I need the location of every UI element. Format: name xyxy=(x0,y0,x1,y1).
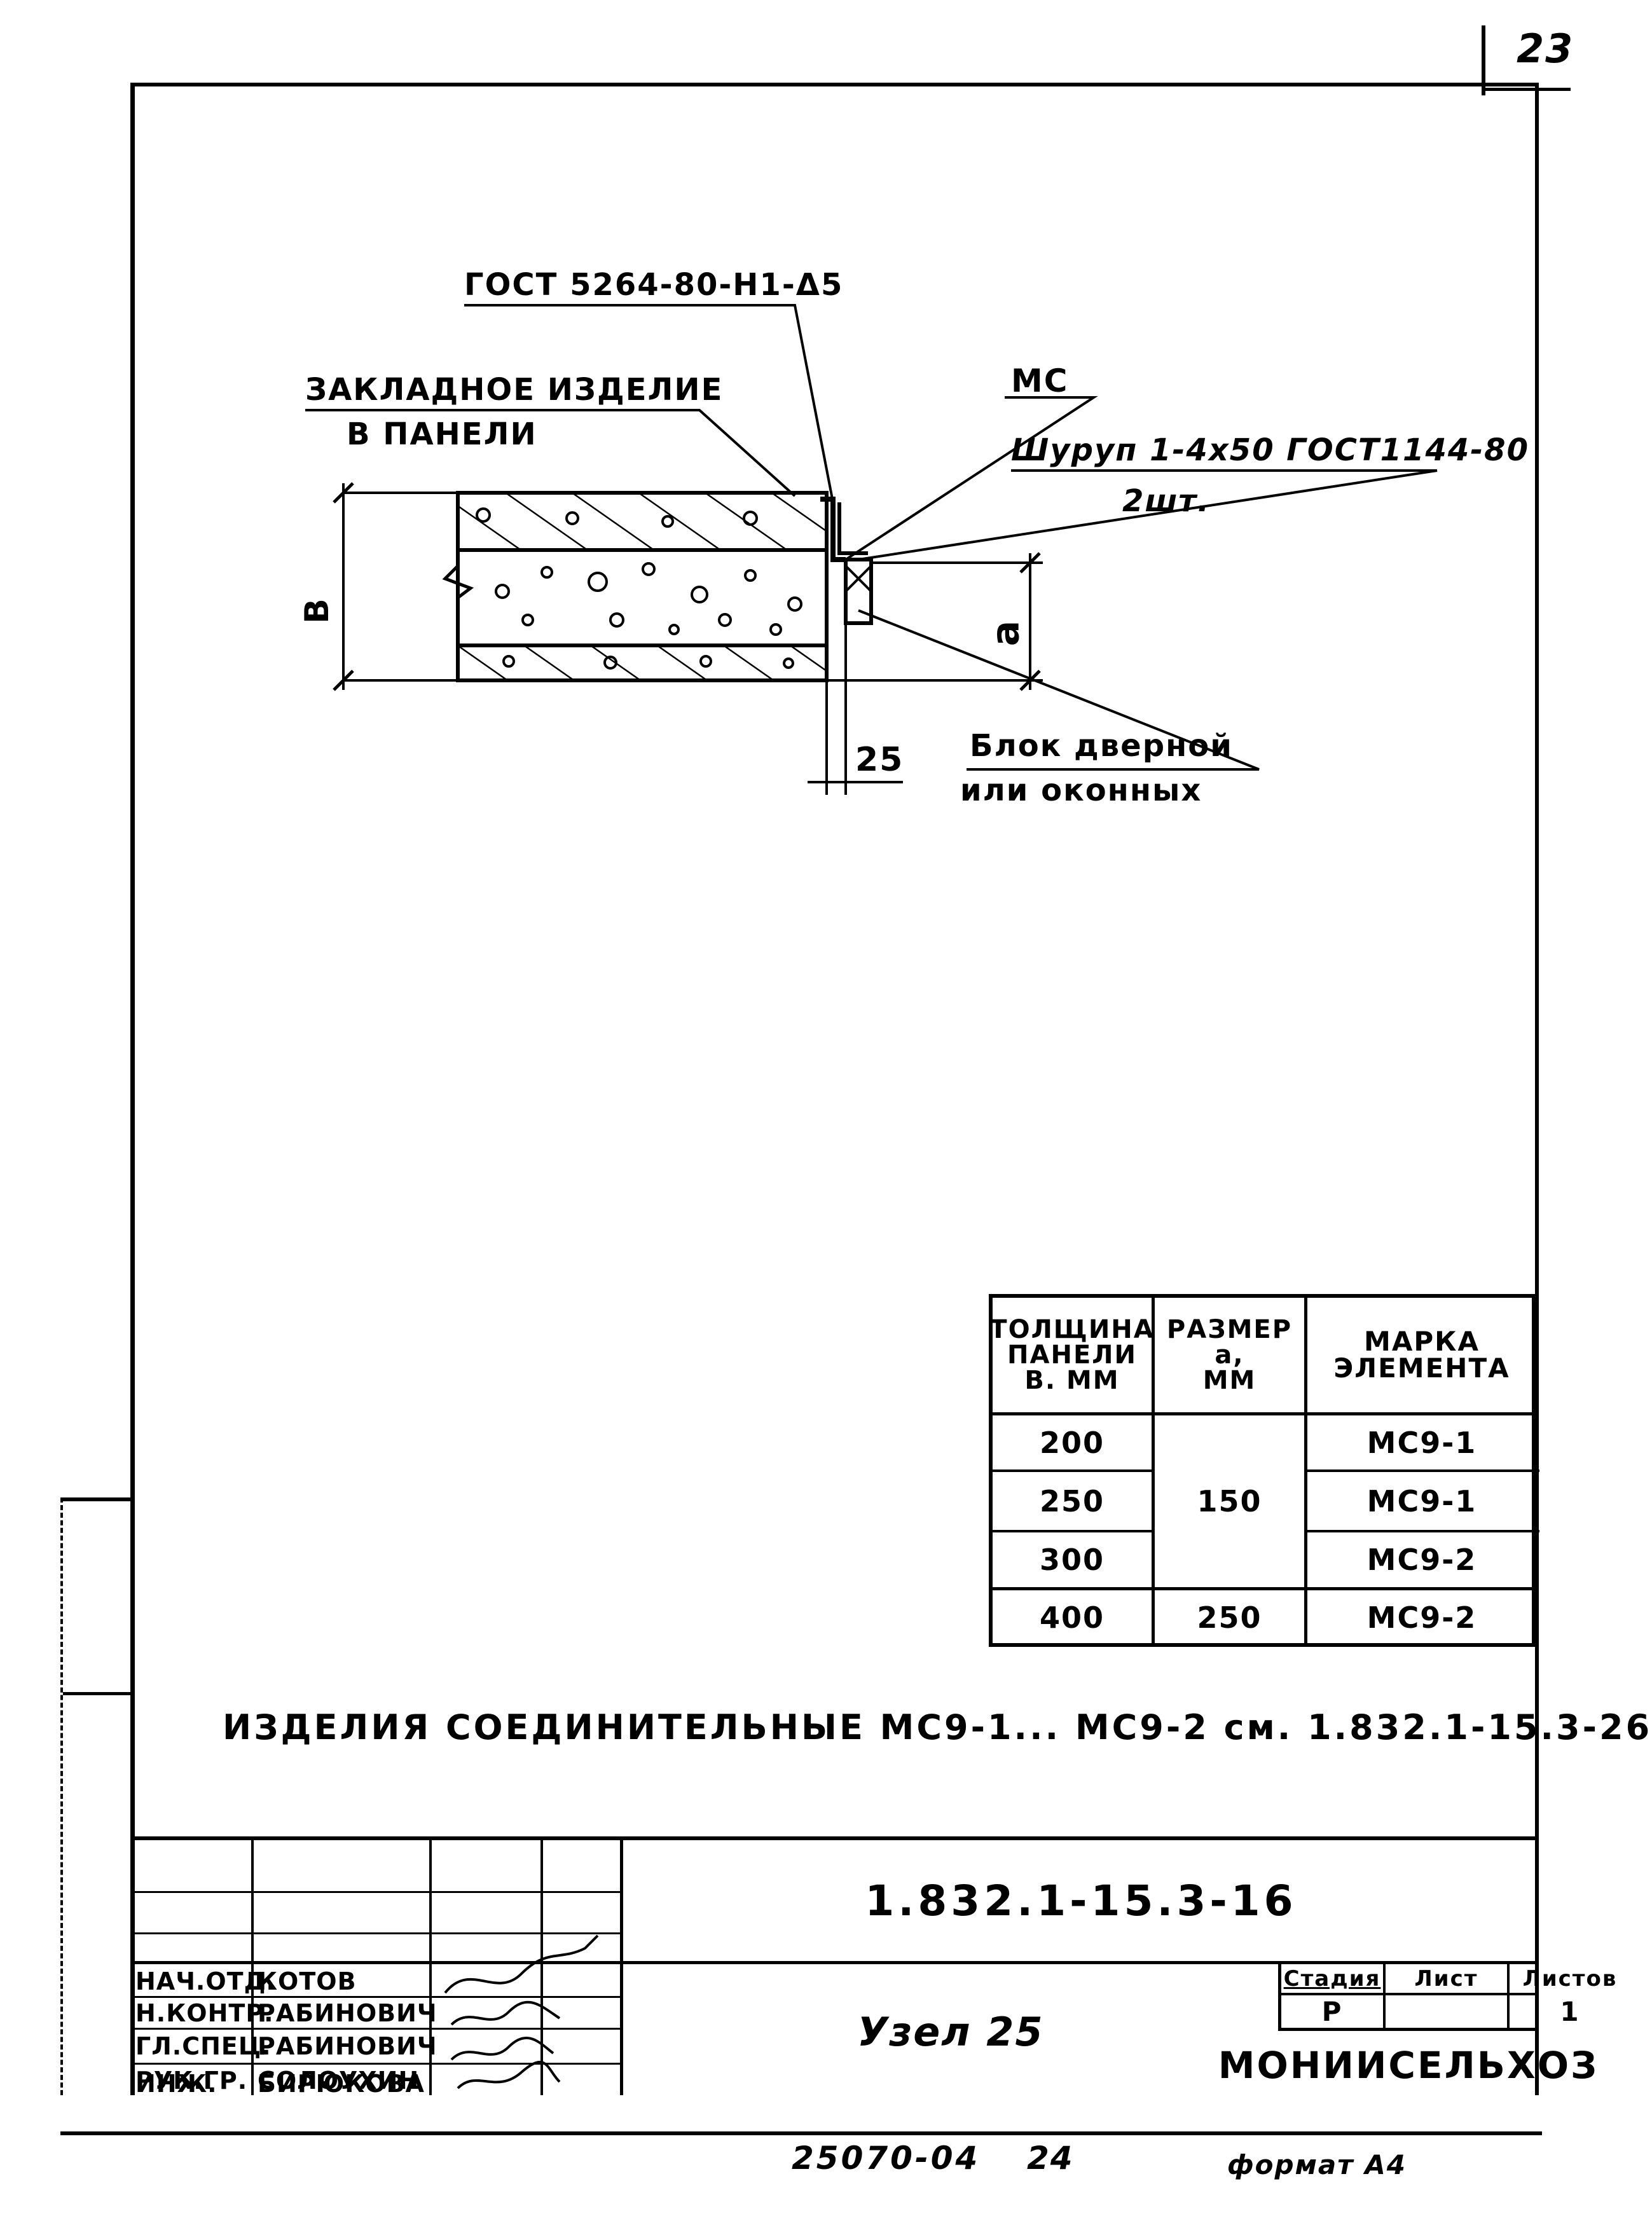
table-cell-thickness-4: 400 xyxy=(1039,1600,1105,1635)
tb-name-2: РАБИНОВИЧ xyxy=(258,1999,437,2027)
table-cell-mark-2: МС9-1 xyxy=(1366,1483,1477,1518)
signature-marks xyxy=(444,1934,599,2089)
label-screw-2: 2шт. xyxy=(1122,483,1211,519)
tb-vline-c xyxy=(540,1840,543,2095)
node-drawing xyxy=(305,304,1438,795)
drawing-frame xyxy=(130,83,1539,2095)
tb-hline-3 xyxy=(130,1961,1539,1964)
label-block-2: или оконных xyxy=(960,773,1202,808)
leader-block xyxy=(858,609,1260,771)
tb-stage-vline-2 xyxy=(1507,1964,1510,2028)
tb-name-1: КОТОВ xyxy=(258,1967,357,1995)
panel-top-layer xyxy=(456,491,829,552)
tb-role-1: НАЧ.ОТД. xyxy=(135,1967,276,1995)
tb-title: Узел 25 xyxy=(857,2008,1044,2055)
embedded-plate xyxy=(820,497,846,562)
tb-stage-hline xyxy=(1281,1993,1539,1995)
tb-sheet-label: Лист xyxy=(1414,1965,1478,1992)
leader-ms xyxy=(844,396,1098,561)
tb-organization: МОНИИСЕЛЬХОЗ xyxy=(1218,2043,1599,2087)
table-cell-thickness-3: 300 xyxy=(1039,1543,1105,1577)
tb-role-3: ГЛ.СПЕЦ. xyxy=(135,2032,272,2060)
table-cell-thickness-1: 200 xyxy=(1039,1425,1105,1460)
table-cell-size-merged: 150 xyxy=(1197,1484,1262,1518)
tb-name-4: СОЛОУХИН xyxy=(258,2067,420,2095)
table-hline-0 xyxy=(993,1412,1532,1415)
label-gost-weld: ГОСТ 5264-80-Н1-Δ5 xyxy=(464,267,844,303)
table-hline-2 xyxy=(993,1530,1152,1532)
tb-name-3: РАБИНОВИЧ xyxy=(258,2032,437,2060)
label-dim-b: В xyxy=(298,597,336,624)
tb-hline-2 xyxy=(130,1932,620,1934)
sheet-number-underline xyxy=(1482,88,1571,91)
table-hline-1b xyxy=(1304,1469,1539,1472)
binding-strip xyxy=(60,1497,133,2095)
tb-role-4: РУК.ГР. xyxy=(135,2067,248,2095)
label-dim-25: 25 xyxy=(855,741,904,779)
tb-stage-value: Р xyxy=(1321,1996,1343,2027)
connector-ms xyxy=(837,502,868,555)
leader-embedded xyxy=(305,409,796,497)
leader-gost xyxy=(464,304,834,503)
table-header-size: РАЗМЕР а, ММ xyxy=(1166,1315,1293,1395)
sheet-number: 23 xyxy=(1517,25,1574,72)
sheet-bottom-line xyxy=(60,2131,1542,2135)
label-dim-a: а xyxy=(983,619,1028,647)
table-hline-1 xyxy=(993,1469,1152,1472)
footer-format: формат А4 xyxy=(1227,2149,1407,2180)
tb-stage-box: Стадия Лист Листов Р 1 xyxy=(1278,1964,1616,2031)
table-cell-mark-3: МС9-2 xyxy=(1366,1543,1477,1577)
tb-stage-label: Стадия xyxy=(1283,1965,1381,1992)
label-mc: МС xyxy=(1011,362,1069,399)
leader-screw xyxy=(858,469,1438,561)
tb-role-2: Н.КОНТР. xyxy=(135,1999,274,2027)
table-header-mark: МАРКА ЭЛЕМЕНТА xyxy=(1333,1326,1510,1384)
label-screw-1: Шуруп 1-4х50 ГОСТ1144-80 xyxy=(1011,432,1529,468)
tb-role-5: ИНЖ. xyxy=(135,2070,217,2098)
footer-inventory: 25070-04 xyxy=(792,2140,981,2177)
footer-page: 24 xyxy=(1027,2140,1074,2177)
title-block: 1.832.1-15.3-16 Узел 25 Стадия Лист Лист… xyxy=(130,1836,1616,2095)
concrete-aggregate xyxy=(476,507,802,670)
label-block-1: Блок дверной xyxy=(970,728,1233,764)
tb-vline-a xyxy=(251,1840,254,2095)
tb-vline-b xyxy=(429,1840,432,2095)
tb-hline-4 xyxy=(130,1996,620,1998)
tb-hline-5 xyxy=(130,2028,620,2030)
table-cell-mark-4: МС9-2 xyxy=(1366,1600,1477,1635)
table-cell-size-4: 250 xyxy=(1197,1600,1262,1635)
note-text: ИЗДЕЛИЯ СОЕДИНИТЕЛЬНЫЕ МС9-1... МС9-2 см… xyxy=(223,1707,1652,1747)
table-header-thickness: ТОЛЩИНА ПАНЕЛИ В. ММ xyxy=(989,1315,1155,1395)
tb-designation: 1.832.1-15.3-16 xyxy=(865,1876,1297,1925)
tb-sheet-value xyxy=(1386,1995,1507,2028)
tb-stage-vline-1 xyxy=(1383,1964,1386,2028)
break-line xyxy=(442,565,474,599)
table-vline-1 xyxy=(1152,1298,1155,1643)
elements-table: ТОЛЩИНА ПАНЕЛИ В. ММ РАЗМЕР а, ММ МАРКА … xyxy=(989,1294,1539,1647)
label-embedded-part-2: В ПАНЕЛИ xyxy=(347,416,537,452)
table-cell-mark-1: МС9-1 xyxy=(1366,1425,1477,1460)
tb-sheets-label: Листов xyxy=(1522,1965,1618,1992)
table-hline-3 xyxy=(993,1587,1532,1590)
tb-vline-d xyxy=(620,1840,623,2095)
table-cell-thickness-2: 250 xyxy=(1039,1483,1105,1518)
tb-hline-1 xyxy=(130,1891,620,1893)
label-embedded-part-1: ЗАКЛАДНОЕ ИЗДЕЛИЕ xyxy=(305,372,724,408)
tb-sheets-value: 1 xyxy=(1560,1996,1580,2027)
tb-hline-6 xyxy=(130,2063,620,2065)
binding-strip-divider xyxy=(63,1692,133,1695)
tb-name-5: БИРЮКОВА xyxy=(258,2070,425,2098)
table-hline-2b xyxy=(1304,1530,1539,1532)
panel-bottom-layer xyxy=(456,643,829,682)
sheet-number-divider xyxy=(1482,25,1485,95)
